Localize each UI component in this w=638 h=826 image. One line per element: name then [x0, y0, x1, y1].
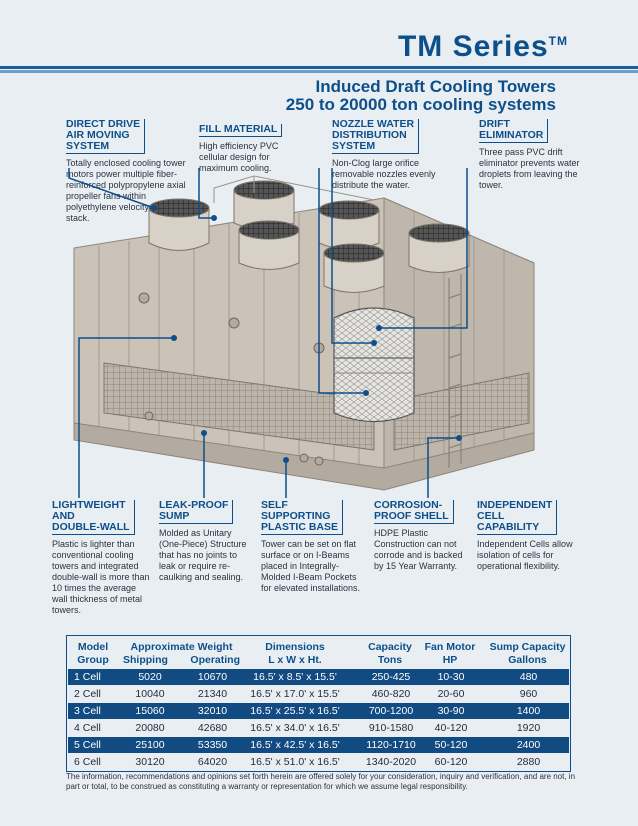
subtitle-line-1: Induced Draft Cooling Towers [315, 77, 556, 96]
callout-desc: Non-Clog large orifice removable nozzles… [332, 158, 436, 190]
callout-fill-material: FILL MATERIAL High efficiency PVC cellul… [199, 119, 309, 174]
callout-desc: Independent Cells allow isolation of cel… [477, 539, 573, 571]
callout-desc: HDPE Plastic Construction can not corrod… [374, 528, 463, 571]
callout-label: CORROSION-PROOF SHELL [374, 500, 454, 524]
callout-desc: Molded as Unitary (One-Piece) Structure … [159, 528, 247, 582]
footer-disclaimer: The information, recommendations and opi… [66, 772, 576, 791]
callout-desc: Plastic is lighter than conventional coo… [52, 539, 150, 615]
page-title: TM SeriesTM [397, 30, 568, 63]
callout-desc: High efficiency PVC cellular design for … [199, 141, 279, 173]
subtitle-line-2: 250 to 20000 ton cooling systems [285, 95, 556, 114]
callout-desc: Tower can be set on flat surface or on I… [261, 539, 361, 593]
cooling-tower-illustration [68, 168, 535, 498]
header-rule [0, 66, 638, 69]
callout-desc: Three pass PVC drift eliminator prevents… [479, 147, 580, 190]
callout-corrosion-proof: CORROSION-PROOF SHELL HDPE Plastic Const… [374, 500, 469, 572]
header-rule-light [0, 70, 638, 73]
callout-desc: Totally enclosed cooling tower motors po… [66, 158, 187, 223]
callout-label: FILL MATERIAL [199, 124, 283, 137]
